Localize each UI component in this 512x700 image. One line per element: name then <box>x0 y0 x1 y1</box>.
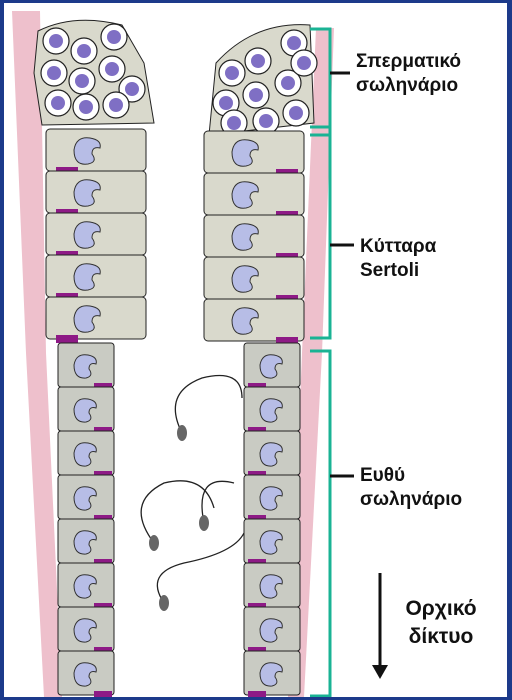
left-sertoli-cell <box>46 213 146 255</box>
germ-cell-nucleus <box>289 106 303 120</box>
right-sertoli-cell <box>204 173 304 215</box>
arrow-down-icon <box>372 573 388 679</box>
germ-cell-nucleus <box>75 74 89 88</box>
label-seminiferous-line1: Σπερματικό <box>356 50 461 74</box>
sperm-head <box>177 425 187 441</box>
germ-cell-nucleus <box>105 62 119 76</box>
label-rete-line1: Ορχικό <box>396 595 486 623</box>
left-sertoli-cell <box>46 129 146 171</box>
germ-cell-nucleus <box>125 82 139 96</box>
spermatozoon <box>175 376 242 434</box>
label-sertoli: Κύτταρα Sertoli <box>360 235 436 283</box>
germ-cell-nucleus <box>49 34 63 48</box>
label-rete-line2: δίκτυο <box>396 623 486 651</box>
label-straight: Ευθύ σωληνάριο <box>360 464 462 512</box>
germ-cell-nucleus <box>249 88 263 102</box>
label-sertoli-line2: Sertoli <box>360 259 436 283</box>
germ-cell-nucleus <box>227 116 241 130</box>
label-straight-line2: σωληνάριο <box>360 488 462 512</box>
sperm-head <box>199 515 209 531</box>
left-sertoli-cell <box>46 297 146 339</box>
spermatozoon <box>141 481 214 543</box>
spermatozoon <box>157 533 244 603</box>
germ-cell-nucleus <box>77 44 91 58</box>
germ-cell-nucleus <box>297 56 311 70</box>
tight-junction <box>248 691 266 697</box>
tubule-diagram <box>4 3 507 697</box>
germ-cell-nucleus <box>107 30 121 44</box>
right-sertoli-cell <box>204 299 304 341</box>
label-seminiferous: Σπερματικό σωληνάριο <box>356 50 461 98</box>
germ-cell-nucleus <box>251 54 265 68</box>
right-sertoli-cell <box>204 131 304 173</box>
germ-cell-nucleus <box>225 66 239 80</box>
label-rete: Ορχικό δίκτυο <box>396 595 486 651</box>
diagram-frame: Σπερματικό σωληνάριο Κύτταρα Sertoli Ευθ… <box>4 3 507 697</box>
right-sertoli-cell <box>204 257 304 299</box>
germ-cell-nucleus <box>219 96 233 110</box>
germ-cell-nucleus <box>287 36 301 50</box>
right-sertoli-cell <box>204 215 304 257</box>
left-sertoli-cell <box>46 171 146 213</box>
sperm-head <box>159 595 169 611</box>
label-straight-line1: Ευθύ <box>360 464 462 488</box>
sperm-head <box>149 535 159 551</box>
germ-cell-nucleus <box>79 100 93 114</box>
germ-cell-nucleus <box>281 76 295 90</box>
label-sertoli-line1: Κύτταρα <box>360 235 436 259</box>
label-seminiferous-line2: σωληνάριο <box>356 74 461 98</box>
germ-cell-nucleus <box>51 96 65 110</box>
arrow-head <box>372 665 388 679</box>
germ-cell-nucleus <box>259 114 273 128</box>
germ-cell-nucleus <box>109 98 123 112</box>
tight-junction <box>94 691 112 697</box>
left-sertoli-cell <box>46 255 146 297</box>
tight-junction <box>56 335 78 343</box>
germ-cell-nucleus <box>47 66 61 80</box>
